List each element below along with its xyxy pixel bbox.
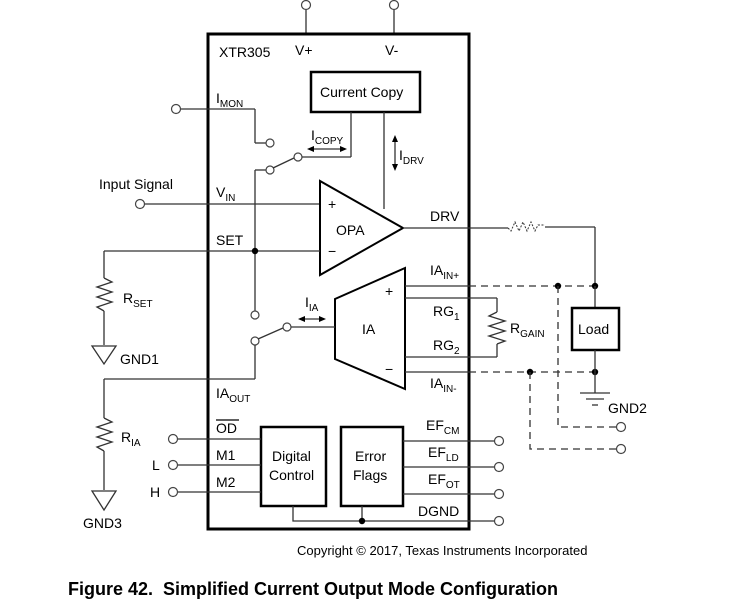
- ia-plus: +: [385, 283, 393, 299]
- ef-cm-pin: [403, 435, 505, 447]
- digital-control-label-1: Digital: [272, 448, 311, 464]
- imon-label: IMON: [216, 90, 243, 110]
- ia-label: IA: [362, 321, 376, 337]
- sense-minus-dashed: [529, 372, 617, 450]
- sense-plus-dashed: [557, 286, 617, 428]
- v-minus-pin: [388, 0, 400, 34]
- copyright-text: Copyright © 2017, Texas Instruments Inco…: [297, 543, 587, 558]
- input-signal-label: Input Signal: [99, 176, 173, 192]
- r-ia-resistor: [94, 379, 115, 490]
- i-drv-label: IDRV: [399, 147, 424, 167]
- copy-switch: [254, 112, 352, 312]
- dgnd-label: DGND: [418, 503, 459, 519]
- rg1-label: RG1: [433, 303, 460, 323]
- ia-minus: −: [385, 361, 393, 377]
- ia-in-plus-label: IAIN+: [430, 262, 459, 282]
- r-set-label: RSET: [123, 290, 153, 310]
- v-minus-label: V-: [385, 42, 399, 58]
- m2-label: M2: [216, 474, 236, 490]
- chip-outline: [206, 32, 471, 531]
- ef-ot-pin: [403, 488, 505, 500]
- gnd1-label: GND1: [120, 351, 159, 367]
- r-ia-label: RIA: [121, 429, 141, 449]
- error-flags-label-1: Error: [355, 448, 386, 464]
- gnd1-symbol: [90, 345, 118, 366]
- i-ia-arrow: [298, 316, 326, 322]
- current-copy-label: Current Copy: [320, 84, 403, 100]
- error-flags-label-2: Flags: [353, 467, 387, 483]
- ia-switch: [104, 310, 335, 380]
- od-pin: [167, 433, 261, 445]
- i-copy-arrow: [307, 146, 347, 152]
- opa-minus: −: [328, 243, 336, 259]
- opa-plus: +: [328, 196, 336, 212]
- i-ia-label: IIA: [305, 294, 319, 314]
- ia-amplifier: [334, 266, 406, 391]
- set-label: SET: [216, 232, 244, 248]
- m1-pin: [167, 459, 261, 471]
- drv-label: DRV: [430, 208, 460, 224]
- od-label: OD: [216, 420, 237, 436]
- gnd2-label: GND2: [608, 400, 647, 416]
- opa-amplifier: [319, 179, 406, 277]
- ia-out-label: IAOUT: [216, 385, 250, 405]
- ef-ot-label: EFOT: [428, 471, 460, 491]
- digital-control-label-2: Control: [269, 467, 314, 483]
- input-signal-pin: [134, 198, 146, 210]
- m2-level-label: H: [150, 484, 160, 500]
- r-set-resistor: [94, 251, 115, 345]
- drv-resistor-dotted: [507, 220, 545, 233]
- vin-label: VIN: [216, 184, 235, 204]
- opa-label: OPA: [336, 222, 365, 238]
- gnd2-symbol: [580, 392, 610, 406]
- load-label: Load: [578, 321, 609, 337]
- figure-caption: Figure 42. Simplified Current Output Mod…: [68, 579, 558, 599]
- r-gain-resistor: [486, 298, 508, 357]
- gnd3-label: GND3: [83, 515, 122, 531]
- gnd3-symbol: [90, 490, 118, 512]
- m2-pin: [167, 486, 261, 498]
- imon-wire: [170, 103, 275, 148]
- i-copy-label: ICOPY: [311, 127, 344, 147]
- chip-name: XTR305: [219, 44, 271, 60]
- ef-ld-pin: [403, 461, 505, 473]
- rg2-label: RG2: [433, 337, 460, 357]
- v-plus-pin: [300, 0, 312, 34]
- ia-in-minus-label: IAIN-: [430, 375, 457, 395]
- i-drv-arrow: [392, 135, 398, 171]
- m1-level-label: L: [152, 457, 160, 473]
- dgnd-wire: [292, 506, 505, 527]
- current-copy-block: [309, 70, 422, 114]
- v-plus-label: V+: [295, 42, 313, 58]
- r-gain-label: RGAIN: [510, 320, 545, 340]
- ef-cm-label: EFCM: [426, 417, 459, 437]
- digital-control-block: [259, 425, 328, 508]
- ef-ld-label: EFLD: [428, 444, 459, 464]
- m1-label: M1: [216, 447, 236, 463]
- load-block: [570, 306, 621, 352]
